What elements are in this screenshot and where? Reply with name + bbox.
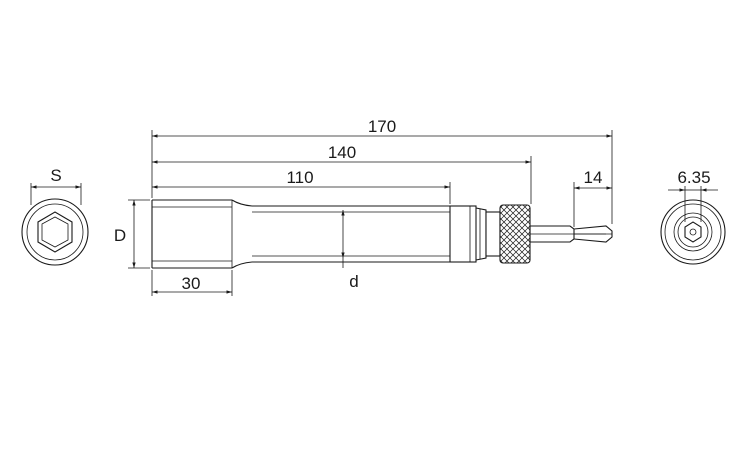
knurl-length-label: 140 [328,143,356,162]
dim-30: 30 [151,270,233,296]
dim-110: 110 [152,168,451,204]
dim-170: 170 [151,117,613,224]
hex-size-label: S [50,166,61,185]
socket-side-view [151,199,613,269]
dim-14: 14 [573,168,612,227]
knurled-ring [499,204,531,264]
body-length-label: 110 [286,168,313,187]
dim-d: d [341,210,359,291]
hex-shank-label: 6.35 [677,168,710,187]
inner-diameter-label: d [349,272,358,291]
shank-end-view: 6.35 [660,168,726,265]
overall-length-label: 170 [368,117,396,136]
socket-depth-label: 30 [182,274,201,293]
dim-D: D [114,199,150,269]
outer-diameter-label: D [114,226,126,245]
dim-140: 140 [152,143,532,204]
socket-end-view: S [21,166,89,266]
bit-length-label: 14 [584,168,603,187]
